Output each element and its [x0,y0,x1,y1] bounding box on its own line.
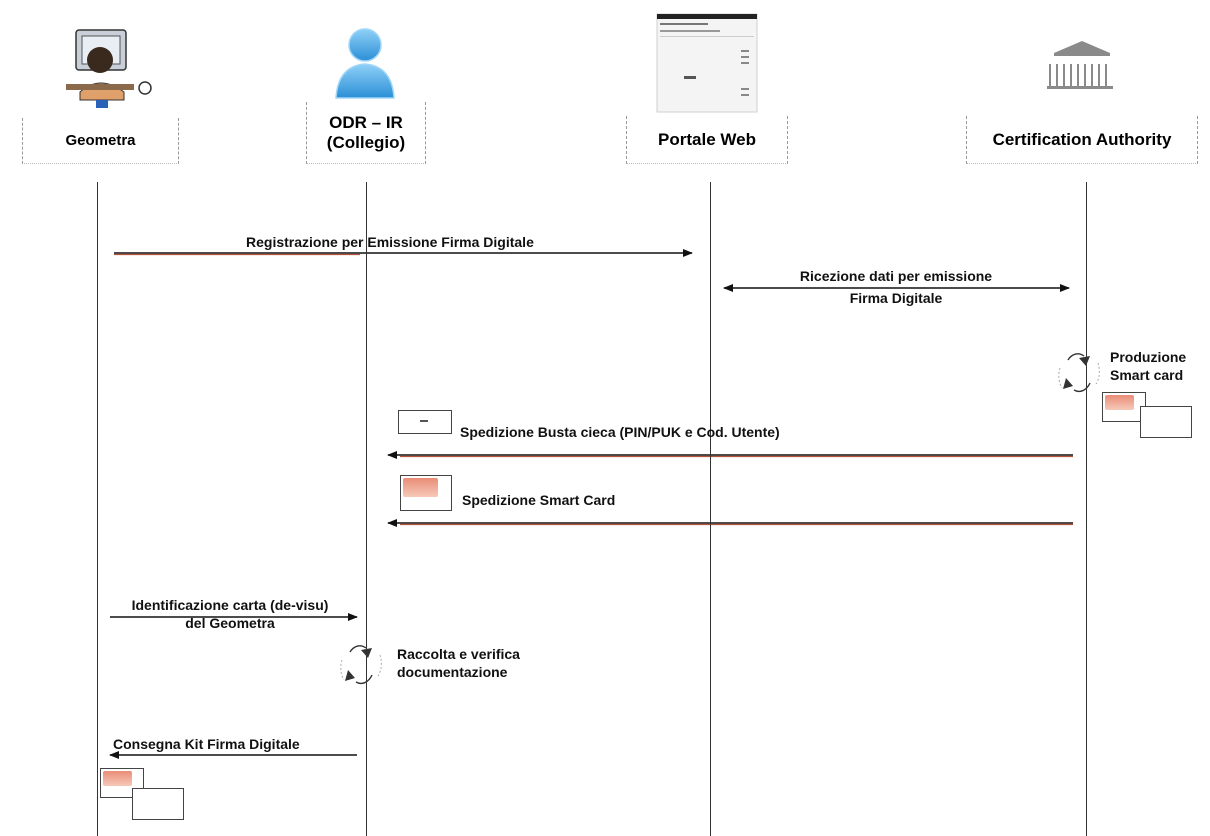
person-icon [335,28,395,99]
arrow-smartcard [387,519,1073,527]
label-busta: Spedizione Busta cieca (PIN/PUK e Cod. U… [460,424,780,440]
geometra-user-icon [66,29,152,108]
label-identificazione: Identificazione carta (de-visu) del Geom… [131,597,329,632]
actor-geometra: Geometra [22,118,179,164]
label-ricezione: Ricezione dati per emissione Firma Digit… [799,268,993,306]
label-smartcard: Spedizione Smart Card [462,492,616,508]
actor-ca-label: Certification Authority [992,129,1172,149]
smart-card-icon [400,475,452,511]
refresh-cycle-icon [1058,353,1100,393]
lifeline-portale [710,182,711,836]
smart-card-icon [1140,406,1192,438]
actor-portale-label: Portale Web [658,129,756,149]
actor-odr-label: ODR – IR (Collegio) [326,112,406,152]
lifeline-odr [366,182,367,836]
arrow-registrazione [114,249,693,257]
envelope-icon [398,410,452,434]
label-consegna: Consegna Kit Firma Digitale [113,736,300,752]
smart-card-icon [132,788,184,820]
lifeline-ca [1086,182,1087,836]
smart-card-icon [1102,392,1146,422]
actor-geometra-label: Geometra [65,131,136,149]
actor-odr: ODR – IR (Collegio) [306,102,426,164]
lifeline-geometra [97,182,98,836]
actor-ca: Certification Authority [966,116,1198,164]
label-registrazione: Registrazione per Emissione Firma Digita… [246,234,534,250]
web-page-icon [656,13,758,113]
bank-building-icon [1047,41,1113,89]
actor-portale: Portale Web [626,116,788,164]
refresh-cycle-icon [340,645,382,685]
arrow-busta [387,451,1073,459]
label-produzione: Produzione Smart card [1110,349,1187,384]
label-raccolta: Raccolta e verifica documentazione [397,646,520,681]
